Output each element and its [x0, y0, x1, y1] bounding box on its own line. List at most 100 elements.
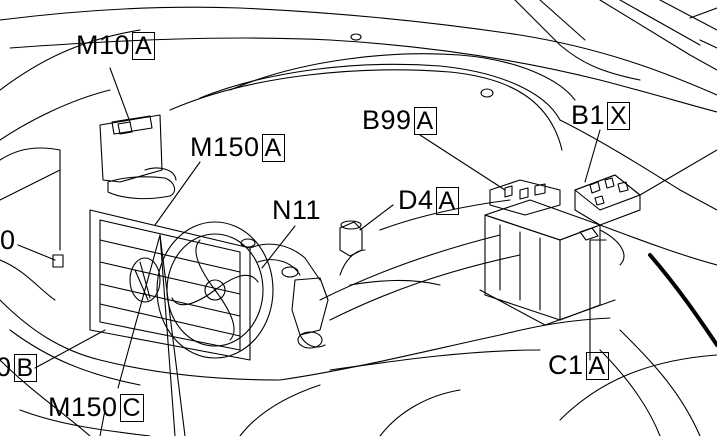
left-fender-3: [0, 170, 60, 200]
battery-top: [485, 200, 600, 240]
leader-left-b: [35, 330, 105, 368]
label-m150c-code: M150: [48, 392, 118, 422]
right-body-1: [560, 120, 717, 210]
d4-relay-top: [341, 221, 361, 229]
b99-block: [490, 180, 560, 215]
engine-line-4: [340, 250, 365, 275]
label-n11: N11: [272, 195, 321, 225]
upper-hose: [250, 244, 320, 280]
leader-b99: [420, 135, 505, 190]
lower-line-1: [330, 350, 540, 370]
front-bumper-2: [10, 330, 140, 385]
b99-block-detail: [505, 184, 545, 199]
leader-m150c-3: [160, 235, 185, 436]
radiator-frame-inner: [100, 220, 240, 350]
thick-cable: [650, 255, 717, 345]
battery-tray: [480, 290, 615, 325]
b1-box-top: [575, 175, 640, 210]
leader-b1: [585, 130, 600, 182]
left-edge-1: [0, 148, 60, 250]
lower-hose: [300, 335, 325, 347]
leader-m150c-2: [160, 235, 175, 436]
label-b99-suffix: A: [413, 107, 437, 135]
engine-line-6: [350, 280, 440, 285]
fan-blade-4: [172, 290, 215, 305]
fog-light: [53, 255, 63, 267]
label-m150a-code: M150: [190, 132, 260, 162]
engine-line-3: [280, 318, 610, 380]
leader-m150c-1: [118, 235, 160, 388]
hood-outline: [0, 7, 717, 95]
front-bumper-1: [0, 300, 280, 380]
battery-body: [485, 215, 560, 320]
windshield-line-5: [660, 0, 717, 30]
label-left-b-suffix: B: [13, 354, 37, 382]
hood-curve-3: [200, 64, 560, 120]
radiator-frame: [90, 210, 250, 360]
hood-curve-4: [170, 70, 562, 150]
battery-side: [560, 225, 600, 320]
lower-line-4: [100, 410, 105, 436]
hose-cap-2: [282, 267, 298, 277]
fan-blade-1: [196, 240, 215, 290]
right-body-2: [600, 225, 717, 265]
fan-motor-detail: [135, 262, 150, 300]
b1-box: [575, 175, 640, 225]
reservoir-connector: [118, 122, 132, 134]
reservoir-hose: [108, 177, 175, 199]
front-bumper-3: [0, 360, 90, 436]
label-b1-suffix: X: [607, 102, 631, 130]
left-fender-2: [0, 90, 110, 140]
windshield-line-6: [690, 8, 717, 18]
label-d4-code: D4: [398, 185, 434, 215]
label-c1-suffix: A: [585, 352, 609, 380]
hood-inner-curve: [10, 38, 717, 112]
fan-blade-2: [215, 275, 258, 290]
right-wheel-arch: [560, 355, 717, 420]
lower-hose-end: [298, 332, 322, 348]
label-left-zero: 0: [0, 225, 16, 255]
leader-m150a: [155, 162, 200, 225]
grille-line-1: [100, 240, 240, 272]
left-fender-1: [0, 30, 140, 90]
label-b1-code: B1: [571, 100, 606, 130]
windshield-line-4: [620, 0, 700, 45]
label-m150a-suffix: A: [261, 134, 285, 162]
hood-curve-2: [230, 54, 575, 100]
engine-line-5: [380, 200, 510, 230]
fan-shroud: [157, 222, 273, 358]
fan-blade-3: [215, 290, 234, 340]
engine-line-1: [320, 235, 500, 300]
reservoir-cap: [112, 116, 152, 134]
label-n11-code: N11: [272, 195, 322, 225]
label-d4-suffix: A: [435, 187, 459, 215]
label-left-b-code: 0: [0, 352, 12, 382]
front-lower-1: [20, 410, 150, 436]
reservoir-hose-2: [145, 168, 176, 180]
b1-box-detail: [590, 178, 628, 205]
windshield-line-3: [600, 0, 717, 70]
fan-hub: [205, 280, 225, 300]
thermostat-housing: [292, 278, 328, 335]
leader-right-b1: [640, 150, 717, 195]
fan-motor-left: [130, 258, 160, 302]
engine-line-2: [330, 255, 520, 320]
label-m150c-suffix: C: [119, 394, 145, 422]
leader-n11: [262, 226, 295, 268]
windshield-line-2: [540, 0, 585, 40]
lower-line-2: [240, 385, 320, 436]
label-c1-code: C1: [548, 350, 584, 380]
label-left-zero-code: 0: [0, 225, 16, 255]
grille-line-3: [100, 284, 240, 316]
wiring-loop-right: [600, 230, 624, 265]
label-m10-code: M10: [76, 30, 131, 60]
left-fender-4: [0, 260, 55, 300]
hood-hole-2: [481, 89, 493, 97]
right-body-3: [620, 330, 700, 436]
